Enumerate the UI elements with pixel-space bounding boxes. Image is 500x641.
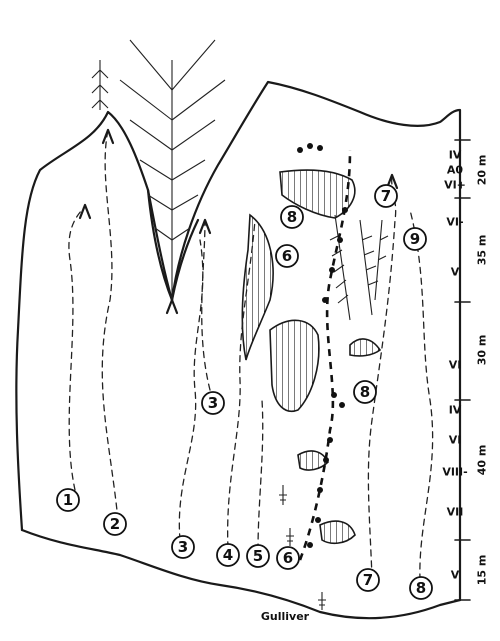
scale-grade: VII [447, 506, 464, 519]
route-marker-7[interactable]: 7 [356, 568, 380, 592]
route-marker-3[interactable]: 3 [171, 535, 195, 559]
scale-grade: VI+ [444, 179, 466, 192]
route-line-3 [178, 239, 204, 541]
route-line-1 [68, 204, 86, 491]
svg-text:4: 4 [223, 546, 233, 564]
svg-text:6: 6 [283, 549, 293, 567]
route-line-3-upper [201, 219, 211, 391]
svg-text:7: 7 [381, 187, 391, 205]
scale-length: 20 m [476, 155, 489, 186]
scale-length: 30 m [476, 335, 489, 366]
overhang-top [279, 169, 356, 219]
route-line-2 [101, 129, 119, 521]
overhang-bottom [319, 520, 356, 545]
svg-text:8: 8 [360, 383, 370, 401]
scale-grade: IV [449, 404, 462, 417]
slab-left [241, 213, 274, 361]
route-arrow-2 [101, 128, 115, 145]
scale-grade: V [451, 569, 460, 582]
route-marker-1[interactable]: 1 [56, 488, 80, 512]
crag-label: Gulliver [261, 610, 310, 623]
svg-text:7: 7 [363, 571, 373, 589]
small-tree-icon-1 [279, 485, 287, 505]
route-arrow-gully [165, 298, 179, 315]
scale-grade: A0 [447, 164, 464, 177]
route-marker-6[interactable]: 6 [276, 546, 300, 570]
svg-text:3: 3 [178, 538, 188, 556]
overhang-middle [269, 319, 320, 412]
route-marker-3-top[interactable]: 3 [201, 391, 225, 415]
svg-text:8: 8 [287, 208, 297, 226]
route-marker-2[interactable]: 2 [103, 512, 127, 536]
route-marker-8-top[interactable]: 8 [280, 205, 304, 229]
svg-text:2: 2 [110, 515, 120, 533]
scale-grade: VI [449, 434, 462, 447]
scale-length: 40 m [476, 445, 489, 476]
route-line-6 [298, 149, 352, 561]
route-marker-6-top[interactable]: 6 [275, 244, 299, 268]
tree-cluster-icon [329, 214, 389, 321]
route-marker-5[interactable]: 5 [246, 544, 270, 568]
route-line-5 [257, 399, 264, 551]
route-arrow-1 [78, 203, 92, 220]
overhang-small [349, 338, 382, 357]
scale-grade: VI- [446, 216, 463, 229]
belay-points [297, 143, 348, 548]
svg-text:6: 6 [282, 247, 292, 265]
route-marker-8[interactable]: 8 [409, 576, 433, 600]
route-line-4 [226, 219, 256, 549]
svg-text:9: 9 [410, 230, 420, 248]
gully-outline [146, 188, 200, 302]
route-marker-7-top[interactable]: 7 [374, 184, 398, 208]
wall-outline [15, 80, 462, 602]
route-marker-9-top[interactable]: 9 [403, 227, 427, 251]
svg-text:3: 3 [208, 394, 218, 412]
scale-grade: VI [449, 359, 462, 372]
route-marker-4[interactable]: 4 [216, 543, 240, 567]
svg-text:8: 8 [416, 579, 426, 597]
scale-length: 35 m [476, 235, 489, 266]
scale-bar [454, 139, 471, 601]
scale-grade: IV [449, 149, 462, 162]
scale-length: 15 m [476, 555, 489, 586]
route-arrow-3 [198, 218, 212, 235]
ground-line [20, 528, 462, 620]
route-line-7 [367, 174, 397, 579]
svg-text:1: 1 [63, 491, 73, 509]
fern-tree-icon [119, 39, 226, 300]
scale-grade: VIII- [442, 466, 467, 479]
route-marker-8-mid[interactable]: 8 [353, 380, 377, 404]
route-line-8 [409, 209, 434, 581]
tree-left-top [91, 60, 109, 110]
svg-text:5: 5 [253, 547, 263, 565]
small-tree-icon-2 [286, 528, 294, 546]
scale-grade: V [451, 266, 460, 279]
small-tree-icon-3 [318, 592, 326, 610]
